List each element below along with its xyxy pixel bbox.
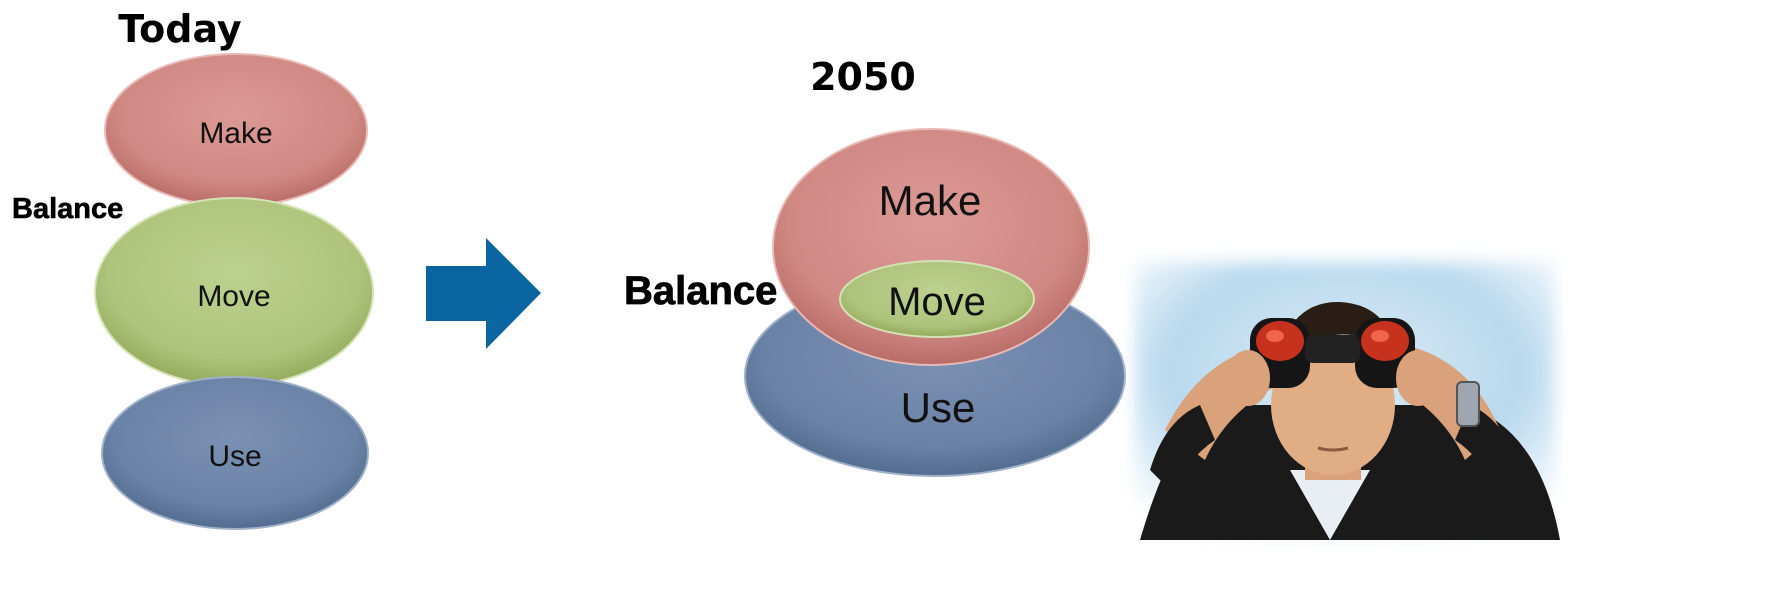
future-heading: 2050 — [810, 55, 916, 99]
today-heading: Today — [118, 7, 242, 51]
today-balance-label: Balance — [12, 193, 123, 225]
future-balance-label: Balance — [624, 269, 777, 313]
today-move-oval: Move — [94, 197, 374, 387]
right-arrow-icon — [426, 238, 541, 349]
man-with-binoculars-photo — [1135, 262, 1560, 540]
today-make-label: Make — [199, 117, 272, 150]
future-move-label: Move — [888, 280, 986, 324]
today-move-label: Move — [197, 280, 270, 313]
today-use-label: Use — [208, 440, 261, 473]
future-move-oval: Move — [839, 260, 1035, 338]
today-use-oval: Use — [101, 376, 369, 530]
today-make-oval: Make — [104, 53, 368, 207]
future-make-label: Make — [879, 177, 982, 224]
future-use-label: Use — [901, 384, 976, 431]
